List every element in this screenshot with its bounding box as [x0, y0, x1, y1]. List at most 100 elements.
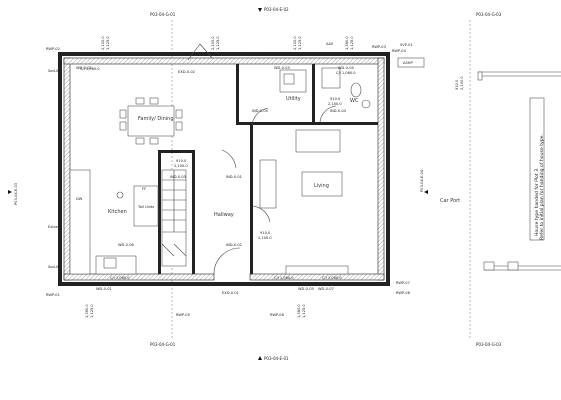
dim-tag: C/l 1,060.0 [80, 67, 100, 71]
wall-east [377, 57, 385, 281]
dining-chair [149, 137, 159, 145]
coffee-table [301, 171, 343, 197]
washer-icon [283, 73, 295, 85]
rwp-tag: RWP-07 [396, 281, 410, 285]
window-tag: WD-0-07 [318, 287, 334, 291]
grid-ref-top-left: P03-04-G-01 [150, 12, 176, 17]
extract-tag: AAV [326, 42, 334, 46]
section-arrow-bottom [258, 356, 262, 360]
door-swing-hall [252, 205, 271, 223]
basin-icon [361, 99, 371, 109]
dim-vertical: 1,125.0 [350, 36, 354, 50]
wall-wc-west [312, 64, 315, 122]
wall-stair-top [160, 150, 192, 153]
door-swing-living [221, 149, 237, 169]
dim-vertical: 2,100.0 [101, 36, 105, 50]
label-dw: DW [76, 197, 83, 201]
wall-kitchen-east [158, 150, 161, 274]
dim-vertical: 1,125.0 [216, 36, 220, 50]
section-arrow-top [258, 8, 262, 12]
tall-units [133, 185, 159, 227]
door-tag: IND-0-02 [226, 243, 242, 247]
wall-south-east [249, 273, 385, 281]
dim-tag: C/l 1,060.0 [274, 276, 294, 280]
sod-tag: Sod-01 [48, 69, 61, 73]
door-tag: IND-0-05 [252, 109, 268, 113]
dim-tag: 910.0 [330, 97, 341, 101]
carport-post-br [507, 261, 519, 271]
room-utility: Utility [286, 96, 301, 102]
window-tag: WD-0-03 [274, 66, 290, 70]
room-car-port: Car Port [440, 198, 460, 204]
boiler-icon [116, 191, 124, 199]
door-swing-utility [251, 107, 269, 126]
section-label-top: P03-04-E-02 [264, 7, 289, 12]
outer-skin-east [386, 52, 390, 282]
wall-north [63, 57, 385, 65]
dim-tag: 2,100.0 [174, 164, 188, 168]
svp-tag: SVP-01 [400, 43, 413, 47]
dining-chair [119, 109, 127, 119]
dim-tag: 2,100.0 [258, 236, 272, 240]
dining-chair [119, 121, 127, 131]
section-arrow-left [8, 190, 12, 194]
door-tag: IND-0-01 [226, 175, 242, 179]
door-tag: EXD-0-01 [222, 291, 239, 295]
grid-ref-bottom-left: P03-04-G-01 [150, 342, 176, 347]
door-tag: IND-0-04 [330, 109, 347, 113]
kitchen-worktop [69, 169, 91, 275]
dim-vertical: 1,360.0 [345, 36, 349, 50]
window-tag: WD-0-01 [96, 287, 112, 291]
grid-ref-top-right: P03-04-G-03 [476, 12, 502, 17]
dim-vertical: 1,125.0 [106, 36, 110, 50]
patio-door-leaf [199, 43, 213, 59]
dining-chair [175, 109, 183, 119]
wall-west [63, 57, 71, 281]
dim-vertical: 2,100.0 [293, 36, 297, 50]
rwp-tag: RWP-04 [392, 49, 407, 53]
section-label-left: P03-04-E-03 [14, 183, 18, 205]
sod-tag: Sod-02 [48, 265, 61, 269]
sofa-top [295, 129, 341, 153]
door-tag: IND-0-03 [170, 175, 186, 179]
dim-vertical: 1,125.0 [302, 304, 306, 318]
room-family-dining: Family/ Dining [138, 116, 174, 122]
section-label-right: P03-04-E-04 [420, 169, 424, 192]
dim-vertical: 910.0 [455, 79, 459, 90]
dim-tag: 2,100.0 [328, 102, 342, 106]
wall-hall-west [192, 150, 195, 274]
dim-tag: C/l 1,060.0 [336, 71, 356, 75]
room-wc: WC [350, 98, 359, 104]
dim-vertical: 1,360.0 [297, 304, 301, 318]
rwp-tag: RWP-05 [176, 313, 190, 317]
tv-unit [285, 265, 349, 275]
wall-living-west [250, 125, 253, 274]
room-hallway: Hallway [214, 212, 234, 218]
ashp-label: ASHP [403, 61, 413, 65]
label-tall-units: Tall Units [137, 205, 154, 209]
ashp-unit [397, 57, 425, 68]
window-tag: WD-0-06 [118, 243, 134, 247]
dining-chair [149, 97, 159, 105]
outer-skin-south [58, 282, 390, 286]
door-swing-entrance [213, 247, 241, 275]
dim-vertical: 1,125.0 [298, 36, 302, 50]
dim-vertical: 1,125.0 [90, 304, 94, 318]
rwp-tag: RWP-06 [270, 313, 285, 317]
rwp-tag: RWP-01 [46, 293, 60, 297]
window-tag: WD-0-05 [298, 287, 314, 291]
rwp-tag: RWP-08 [396, 291, 411, 295]
room-living: Living [314, 183, 329, 189]
sofa-side [259, 159, 277, 209]
carport-post-tl [477, 71, 483, 81]
door-tag: EXD-0-02 [178, 70, 195, 74]
grid-ref-bottom-right: P03-04-G-03 [476, 342, 502, 347]
patio-door-leaf [187, 43, 201, 61]
stair-winder [161, 243, 175, 257]
toilet-icon [350, 82, 362, 98]
stair-winder [173, 243, 187, 257]
dining-chair [175, 121, 183, 131]
rwp-tag: RWP-02 [46, 47, 60, 51]
dim-tag: 910.0 [176, 159, 187, 163]
